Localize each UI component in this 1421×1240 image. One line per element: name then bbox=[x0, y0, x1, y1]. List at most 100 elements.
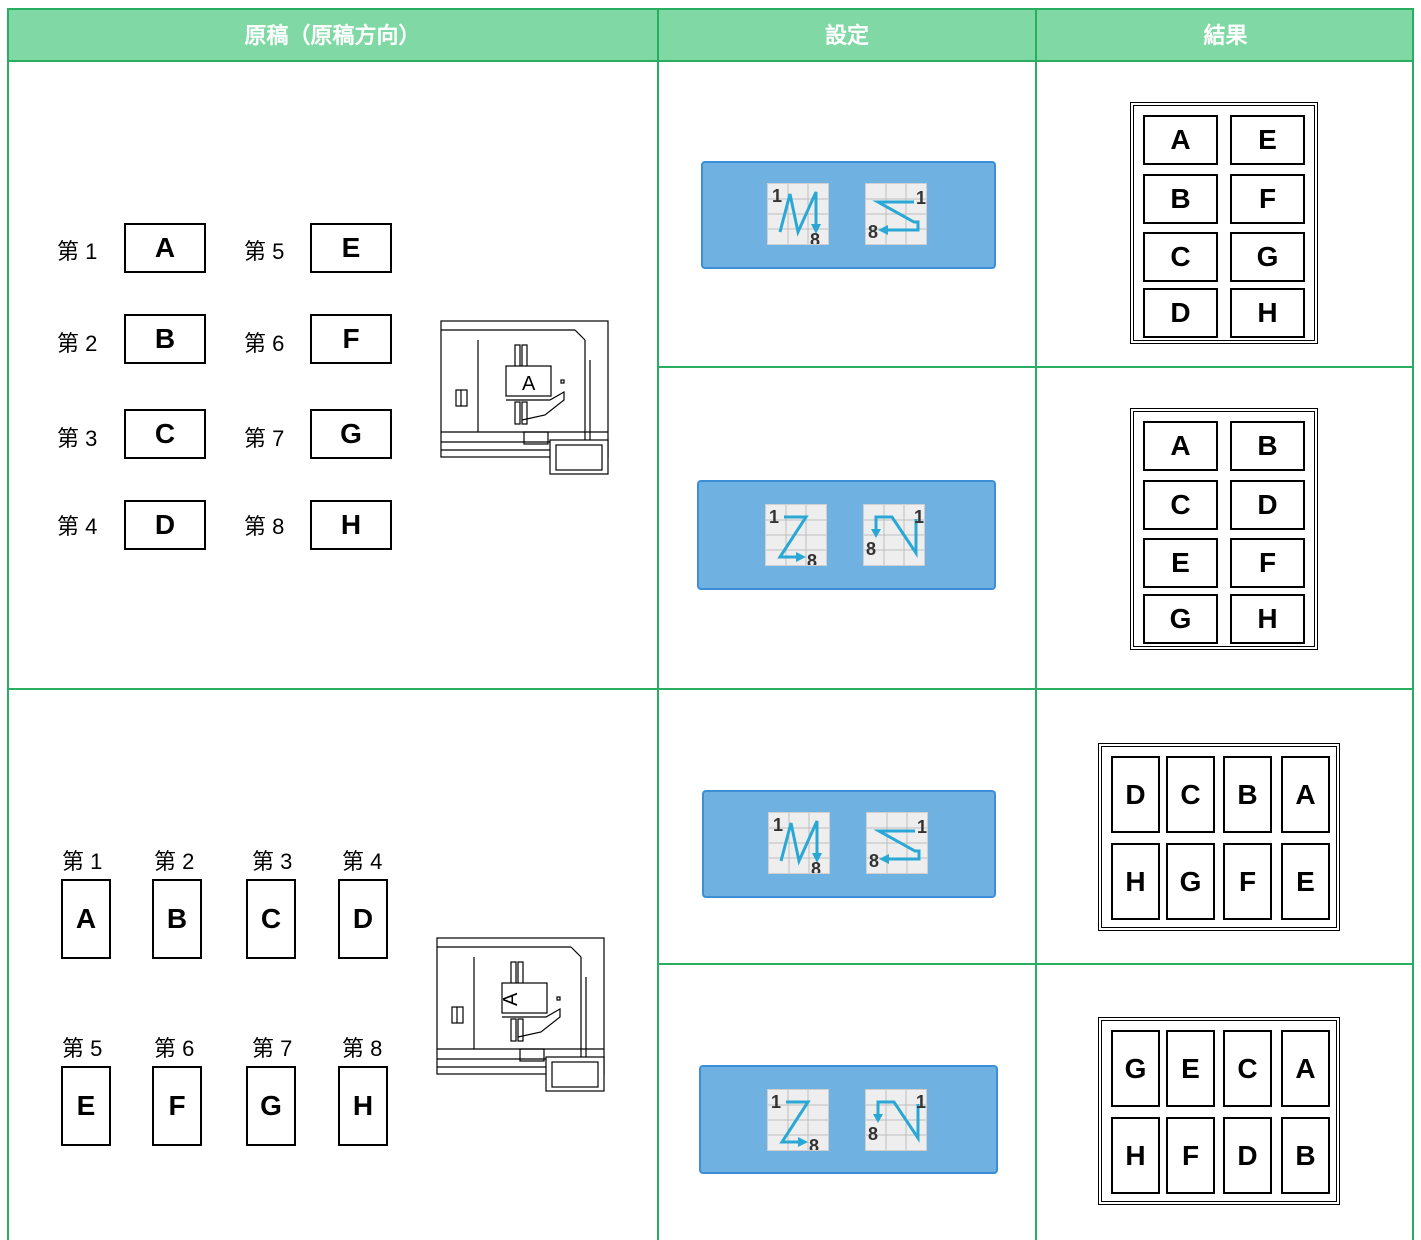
grid-line bbox=[7, 8, 1414, 10]
svg-text:8: 8 bbox=[809, 1136, 819, 1150]
grid-line bbox=[657, 8, 659, 1240]
svg-text:8: 8 bbox=[868, 1124, 878, 1144]
result-cell: H bbox=[1111, 1117, 1160, 1194]
layout-icon-right: 1 8 bbox=[866, 812, 928, 874]
layout-setting-button-column-first[interactable]: 1 8 1 8 bbox=[702, 790, 996, 898]
header-original: 原稿（原稿方向） bbox=[8, 8, 657, 60]
page-label: 第 2 bbox=[57, 331, 98, 356]
svg-text:1: 1 bbox=[773, 815, 783, 835]
page-box: G bbox=[246, 1066, 296, 1146]
page-label: 第 6 bbox=[244, 331, 285, 356]
page-box: B bbox=[152, 879, 202, 959]
result-cell: D bbox=[1143, 288, 1218, 338]
page-label: 第 5 bbox=[62, 1036, 103, 1061]
result-cell: B bbox=[1281, 1117, 1330, 1194]
result-cell: E bbox=[1281, 843, 1330, 920]
result-cell: A bbox=[1281, 1030, 1330, 1107]
page-box: F bbox=[310, 314, 392, 364]
page-label: 第 1 bbox=[57, 239, 98, 264]
result-cell: D bbox=[1223, 1117, 1272, 1194]
svg-text:1: 1 bbox=[769, 507, 779, 527]
layout-setting-button-column-first[interactable]: 1 8 1 8 bbox=[701, 161, 996, 269]
page-label: 第 8 bbox=[342, 1036, 383, 1061]
layout-setting-button-row-first[interactable]: 1 8 1 8 bbox=[699, 1065, 998, 1174]
result-cell: B bbox=[1230, 421, 1305, 471]
page-label: 第 8 bbox=[244, 514, 285, 539]
page-label: 第 3 bbox=[252, 849, 293, 874]
result-cell: F bbox=[1230, 174, 1305, 224]
grid-line bbox=[1035, 8, 1037, 1240]
page-label: 第 7 bbox=[252, 1036, 293, 1061]
result-cell: C bbox=[1143, 480, 1218, 530]
page-box: H bbox=[338, 1066, 388, 1146]
page-box: B bbox=[124, 314, 206, 364]
page-box: D bbox=[338, 879, 388, 959]
page-label: 第 4 bbox=[342, 849, 383, 874]
result-cell: H bbox=[1111, 843, 1160, 920]
svg-text:1: 1 bbox=[916, 1092, 926, 1112]
result-cell: E bbox=[1143, 538, 1218, 588]
grid-line bbox=[1412, 8, 1414, 1240]
page-label: 第 1 bbox=[62, 849, 103, 874]
page-box: E bbox=[61, 1066, 111, 1146]
page-label: 第 5 bbox=[244, 239, 285, 264]
result-cell: G bbox=[1143, 594, 1218, 644]
result-cell: G bbox=[1111, 1030, 1160, 1107]
page-box: C bbox=[246, 879, 296, 959]
page-box: G bbox=[310, 409, 392, 459]
result-cell: C bbox=[1166, 756, 1215, 833]
svg-text:A: A bbox=[500, 992, 522, 1006]
layout-setting-button-row-first[interactable]: 1 8 1 8 bbox=[697, 480, 996, 590]
page-label: 第 6 bbox=[154, 1036, 195, 1061]
result-cell: H bbox=[1230, 594, 1305, 644]
layout-icon-right: 1 8 bbox=[863, 504, 925, 566]
svg-text:8: 8 bbox=[868, 222, 878, 242]
svg-text:1: 1 bbox=[914, 507, 924, 527]
header-result: 結果 bbox=[1037, 8, 1414, 60]
grid-line bbox=[7, 8, 9, 1240]
grid-line bbox=[7, 688, 1414, 690]
result-cell: C bbox=[1223, 1030, 1272, 1107]
page-label: 第 3 bbox=[57, 426, 98, 451]
result-cell: C bbox=[1143, 232, 1218, 282]
grid-line bbox=[657, 963, 1414, 965]
layout-icon-right: 1 8 bbox=[865, 1089, 927, 1151]
page-box: F bbox=[152, 1066, 202, 1146]
layout-icon-left: 1 8 bbox=[767, 183, 829, 245]
page-label: 第 2 bbox=[154, 849, 195, 874]
result-cell: G bbox=[1166, 843, 1215, 920]
result-cell: F bbox=[1230, 538, 1305, 588]
result-cell: D bbox=[1230, 480, 1305, 530]
page-box: H bbox=[310, 500, 392, 550]
svg-text:8: 8 bbox=[811, 859, 821, 873]
result-sheet: A B C D E F G H bbox=[1130, 408, 1318, 650]
result-cell: A bbox=[1143, 115, 1218, 165]
result-cell: B bbox=[1143, 174, 1218, 224]
page-box: A bbox=[61, 879, 111, 959]
grid-line bbox=[657, 366, 1414, 368]
result-sheet: D C B A H G F E bbox=[1098, 743, 1340, 931]
svg-text:1: 1 bbox=[771, 1092, 781, 1112]
result-cell: H bbox=[1230, 288, 1305, 338]
copier-machine-icon: A bbox=[436, 937, 606, 1093]
page-box: C bbox=[124, 409, 206, 459]
page-box: D bbox=[124, 500, 206, 550]
svg-text:8: 8 bbox=[810, 230, 820, 244]
layout-icon-left: 1 8 bbox=[765, 504, 827, 566]
svg-text:8: 8 bbox=[807, 551, 817, 565]
page-label: 第 4 bbox=[57, 514, 98, 539]
copier-machine-icon: A bbox=[440, 320, 610, 476]
result-cell: D bbox=[1111, 756, 1160, 833]
svg-text:1: 1 bbox=[916, 188, 926, 208]
result-cell: B bbox=[1223, 756, 1272, 833]
result-cell: A bbox=[1143, 421, 1218, 471]
result-sheet: A E B F C G D H bbox=[1130, 102, 1318, 344]
result-cell: F bbox=[1166, 1117, 1215, 1194]
svg-text:1: 1 bbox=[917, 817, 927, 837]
svg-text:1: 1 bbox=[772, 186, 782, 206]
result-cell: E bbox=[1166, 1030, 1215, 1107]
page-label: 第 7 bbox=[244, 426, 285, 451]
layout-icon-right: 1 8 bbox=[865, 183, 927, 245]
svg-text:8: 8 bbox=[866, 539, 876, 559]
result-cell: A bbox=[1281, 756, 1330, 833]
